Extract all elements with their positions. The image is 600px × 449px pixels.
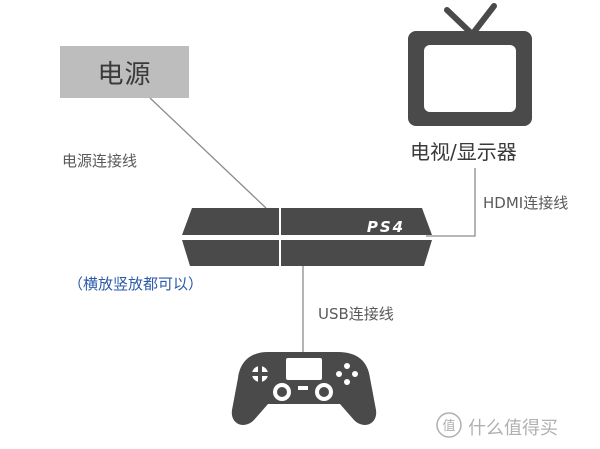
power-source-label: 电源 (97, 59, 152, 90)
watermark-text: 什么值得买 (468, 418, 558, 439)
power-cable-label: 电源连接线 (62, 152, 138, 170)
usb-cable-label: USB连接线 (318, 305, 394, 323)
tv-icon (408, 3, 532, 126)
ps4-console-icon: PS4 (182, 208, 432, 266)
watermark-badge-text: 值 (442, 418, 455, 434)
tv-label: 电视/显示器 (410, 140, 517, 164)
hdmi-cable-line (426, 168, 476, 237)
power-source-box: 电源 (60, 46, 189, 98)
dualshock-controller-icon (231, 352, 377, 425)
watermark-logo-icon: 值 (436, 412, 462, 438)
ps4-logo: PS4 (367, 218, 405, 236)
power-cable-line (149, 97, 267, 209)
hdmi-cable-label: HDMI连接线 (483, 194, 569, 212)
orientation-note: （横放竖放都可以） (68, 275, 204, 293)
